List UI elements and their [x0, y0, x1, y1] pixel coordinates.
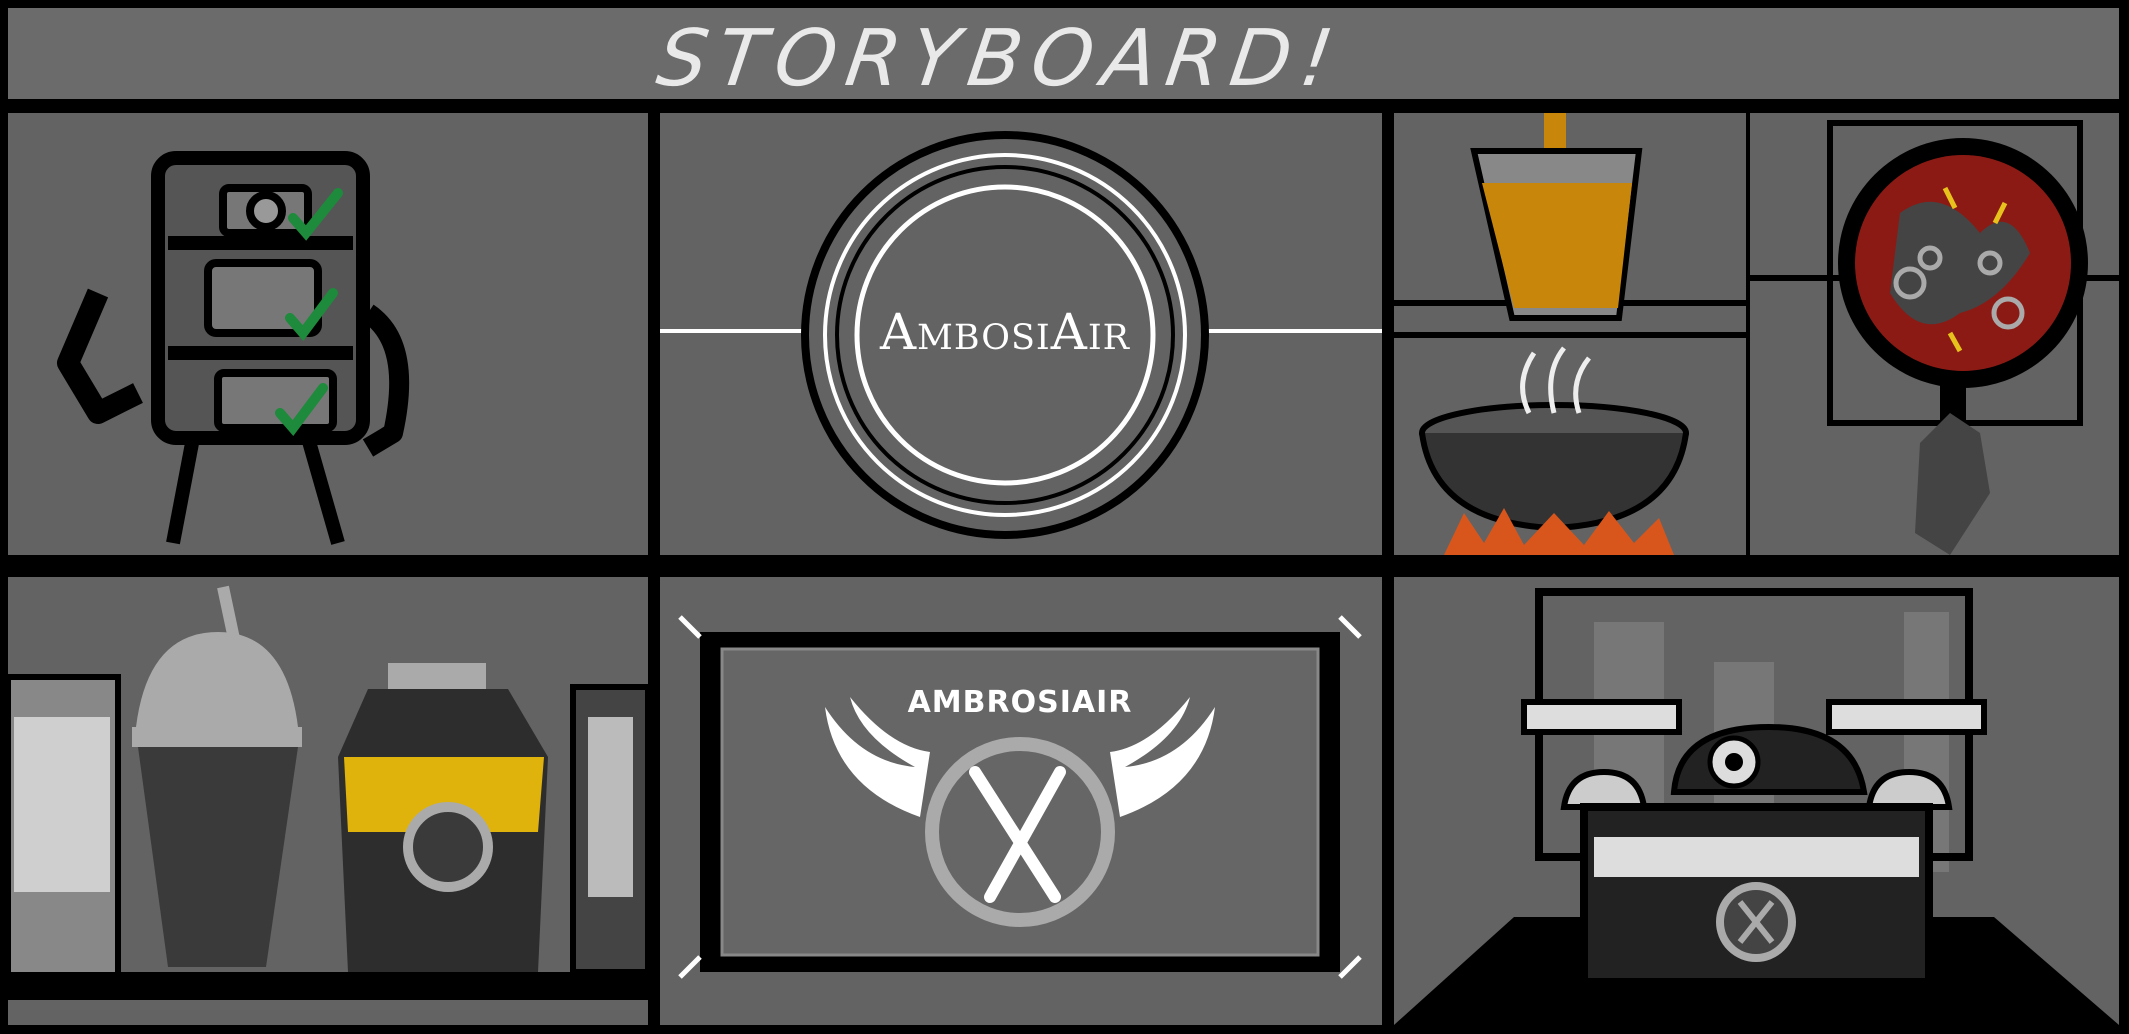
- robot-arm-icon: [57, 288, 143, 424]
- flame-icon: [1444, 508, 1674, 555]
- pan-illustration: [1750, 120, 2119, 555]
- cup-icon: [132, 585, 302, 967]
- robot-icon: [1670, 723, 1868, 795]
- title-bar: STORYBOARD!: [8, 8, 2119, 104]
- wings-icon: [825, 697, 1215, 817]
- round-logo-text: AmbosiAir: [879, 303, 1131, 361]
- pour-glass-icon: [1470, 113, 1643, 321]
- panel-logo-round: AmbosiAir: [660, 113, 1382, 555]
- panel-robot-kiosk: [1394, 577, 2119, 1025]
- check-icon: [275, 188, 343, 436]
- pot-icon: [1419, 346, 1689, 532]
- storyboard-title: STORYBOARD!: [651, 14, 1349, 104]
- pour-cook-illustration: [1394, 113, 1746, 555]
- pan-icon: [1838, 138, 2088, 388]
- winged-logo-text: AMBROSIAIR: [907, 685, 1133, 720]
- robot-checklist-illustration: [57, 151, 410, 545]
- panel-pour-cook: [1394, 113, 1746, 555]
- camera-icon: [219, 184, 312, 237]
- panel-robot-checklist: [8, 113, 648, 555]
- panel-pan: [1750, 113, 2119, 555]
- can-icon: [338, 663, 548, 972]
- hand-icon: [1915, 383, 1990, 555]
- robot-kiosk-illustration: [1394, 588, 2119, 1025]
- round-logo: [660, 131, 1382, 539]
- winged-logo-frame: [678, 615, 1362, 979]
- fork-knife-icon: [969, 766, 1066, 903]
- products-illustration: [8, 585, 648, 1000]
- panel-products: [8, 577, 648, 1025]
- panel-logo-winged: AMBROSIAIR: [660, 577, 1382, 1025]
